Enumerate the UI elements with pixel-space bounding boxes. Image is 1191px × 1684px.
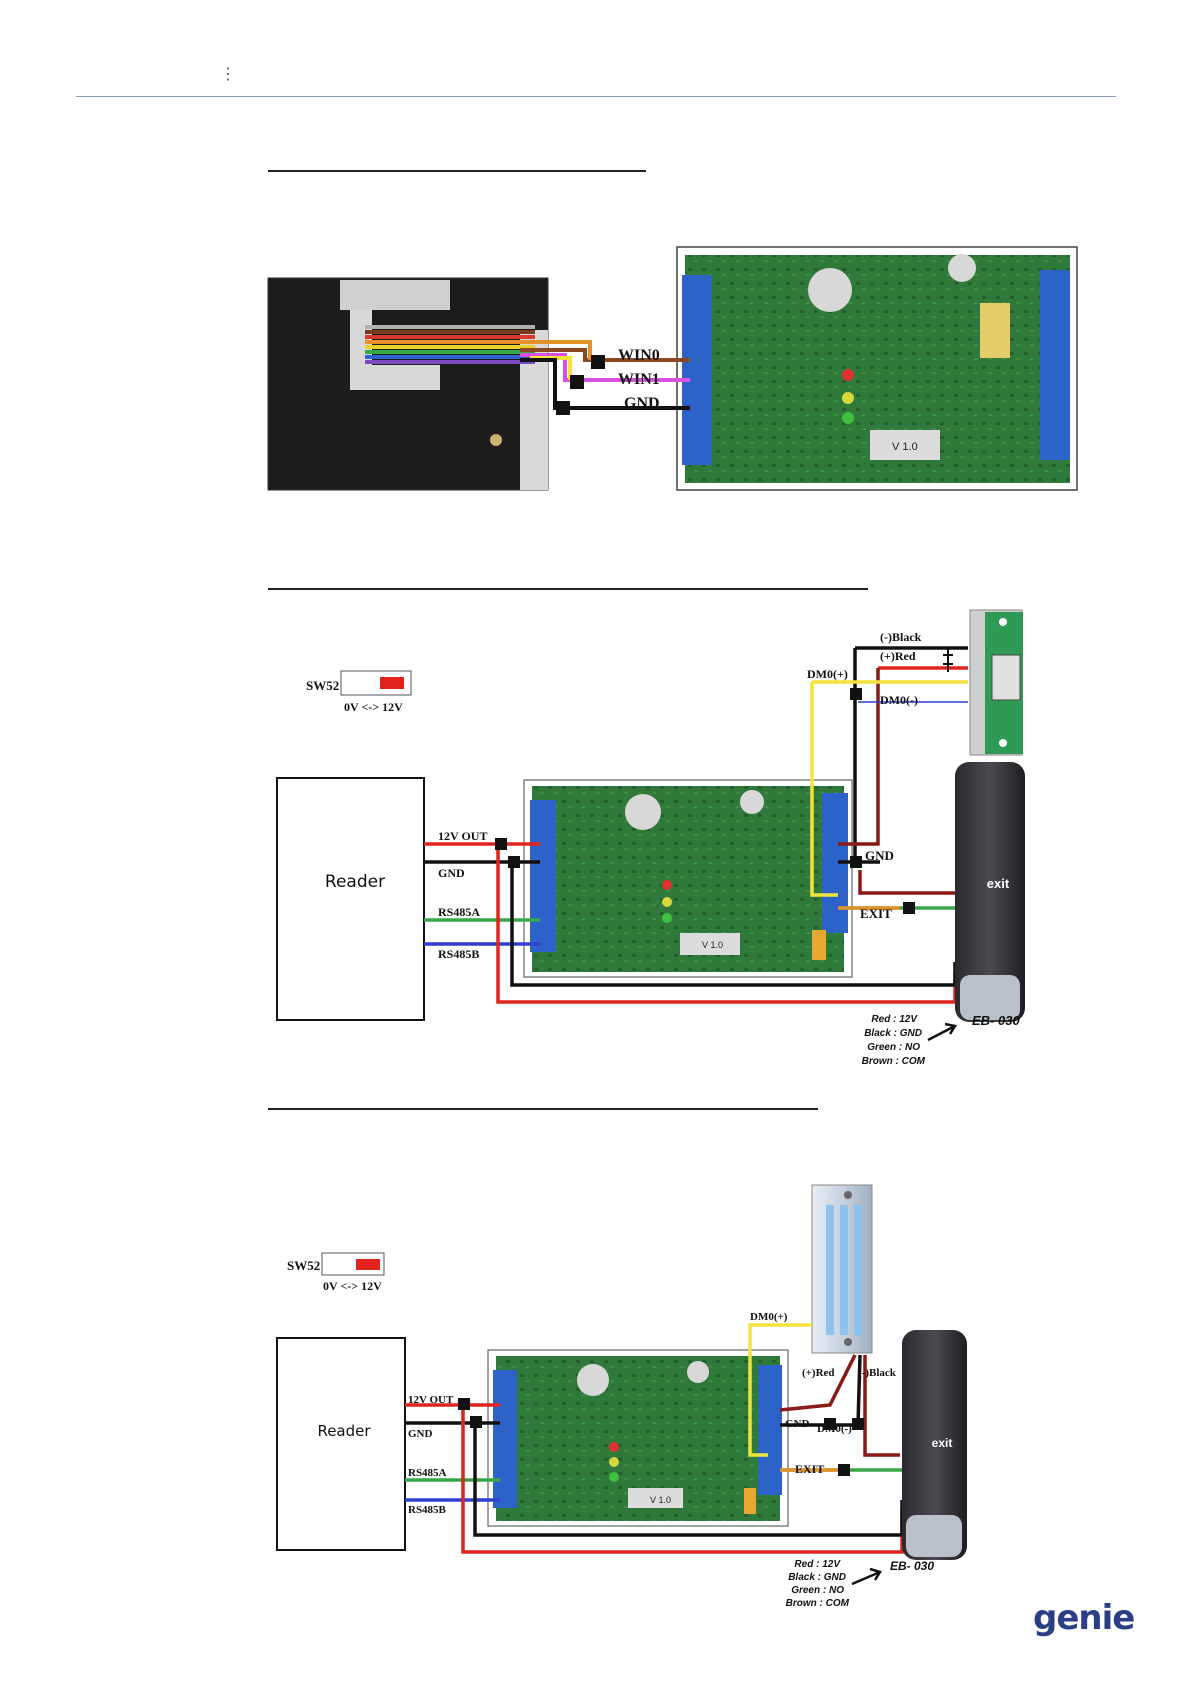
- reader-wire-12v-out: 12V OUT: [438, 829, 487, 843]
- genie-logo: genie: [1033, 1598, 1135, 1638]
- lock-wire-dm0-plus: DM0(+): [750, 1311, 788, 1323]
- diagram2-switch: [340, 670, 412, 696]
- reader-wire-rs485b: RS485B: [438, 947, 479, 961]
- legend-black: Black : GND: [864, 1028, 922, 1039]
- header-divider: [76, 96, 1116, 97]
- header-menu-mark: ⋮: [220, 64, 236, 83]
- legend-red: Red : 12V: [794, 1559, 841, 1570]
- reader-label: Reader: [317, 1422, 371, 1440]
- switch-label: SW52: [287, 1258, 320, 1273]
- reader-wire-rs485b: RS485B: [408, 1504, 447, 1516]
- right-wire-exit: EXIT: [860, 906, 892, 921]
- reader-wire-rs485a: RS485A: [408, 1467, 447, 1479]
- diagram2-lock: [969, 609, 1023, 756]
- legend-arrow-icon: [927, 1022, 958, 1042]
- lock-wire-red: (+)Red: [802, 1367, 835, 1379]
- right-wire-exit: EXIT: [795, 1462, 824, 1476]
- board-version-label: V 1.0: [702, 940, 723, 950]
- right-wire-gnd: GND: [865, 848, 894, 863]
- device-model-label: EB- 030: [890, 1559, 934, 1573]
- switch-label: SW52: [306, 678, 339, 693]
- reader-wire-gnd: GND: [408, 1428, 433, 1440]
- legend-green: Green : NO: [791, 1585, 844, 1596]
- lock-wire-red: (+)Red: [880, 649, 916, 663]
- board-version-label: V 1.0: [892, 441, 918, 453]
- diagram3-switch: [321, 1252, 385, 1276]
- exit-button-text: exit: [987, 876, 1010, 891]
- lock-wire-dm0-minus: DM0(-): [880, 693, 918, 707]
- exit-button-text: exit: [932, 1436, 953, 1450]
- reader-label: Reader: [325, 872, 385, 892]
- legend-red: Red : 12V: [871, 1014, 918, 1025]
- legend-brown: Brown : COM: [786, 1598, 850, 1609]
- reader-box: [276, 1337, 406, 1551]
- legend-arrow-icon: [851, 1567, 882, 1586]
- section-2-rule: [268, 588, 868, 590]
- reader-wire-12v-out: 12V OUT: [408, 1394, 454, 1406]
- section-3-rule: [268, 1108, 818, 1110]
- legend-brown: Brown : COM: [862, 1056, 926, 1067]
- diagram1-board: [676, 246, 1078, 491]
- lock-wire-black: (-)Black: [858, 1367, 897, 1379]
- reader-wire-rs485a: RS485A: [438, 905, 480, 919]
- reader-wire-gnd: GND: [438, 866, 465, 880]
- board-version-label: V 1.0: [650, 1495, 671, 1505]
- diagram1-photo: [267, 277, 549, 491]
- wire-label-gnd: GND: [624, 395, 660, 412]
- diagram3-board: [487, 1349, 789, 1527]
- lock-wire-dm0-minus: DM0(-): [817, 1423, 852, 1435]
- switch-range: 0V <-> 12V: [344, 700, 403, 714]
- section-1-rule: [268, 170, 646, 172]
- diagram2-exit-device: [955, 762, 1025, 1022]
- lock-wire-dm0-plus: DM0(+): [807, 667, 848, 681]
- diagram3-exit-device: [902, 1330, 967, 1560]
- wire-label-win0: WIN0: [618, 347, 660, 364]
- diagram2-board: [523, 779, 853, 978]
- wire-label-win1: WIN1: [618, 371, 660, 388]
- device-model-label: EB- 030: [972, 1013, 1020, 1028]
- right-wire-gnd: GND: [785, 1418, 810, 1430]
- legend-black: Black : GND: [788, 1572, 846, 1583]
- legend-green: Green : NO: [867, 1042, 920, 1053]
- lock-wire-black: (-)Black: [880, 630, 922, 644]
- diagram3-maglock: [811, 1184, 873, 1354]
- reader-box: [276, 777, 425, 1021]
- diagram1-wires: [520, 340, 690, 415]
- switch-range: 0V <-> 12V: [323, 1279, 382, 1293]
